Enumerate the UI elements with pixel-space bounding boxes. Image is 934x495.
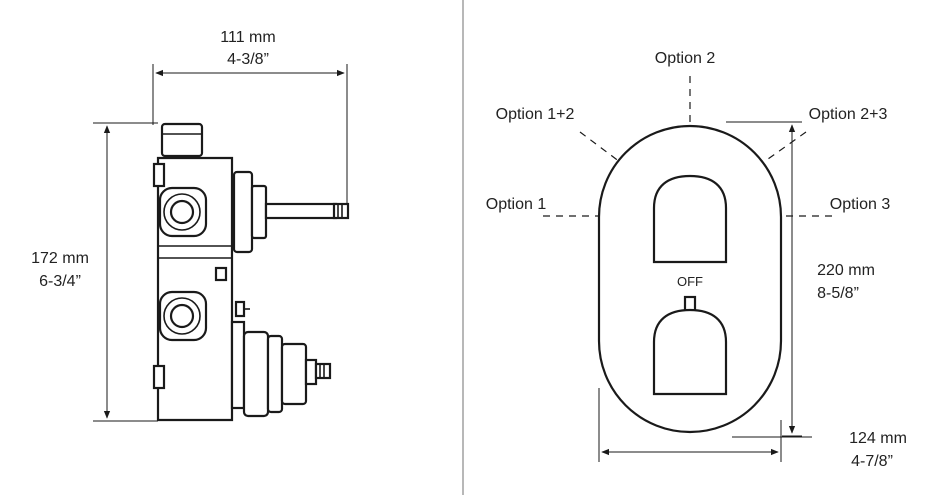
valve-height-metric: 172 mm (31, 250, 89, 267)
trim-front-view: Option 2 Option 1+2 Option 2+3 Option 1 … (486, 50, 907, 470)
trim-width-metric: 124 mm (849, 430, 907, 447)
upper-cartridge (232, 170, 350, 254)
valve-width-imperial: 4-3/8” (227, 51, 269, 68)
lower-handle (652, 308, 728, 396)
trim-width-imperial: 4-7/8” (851, 453, 893, 470)
valve-height-dimension: 172 mm 6-3/4” (31, 122, 158, 422)
escutcheon-plate (597, 124, 783, 434)
lower-port (158, 290, 208, 342)
trim-width-dimension: 124 mm 4-7/8” (598, 388, 907, 470)
option-2-label: Option 2 (655, 50, 716, 67)
valve-body (152, 122, 350, 422)
off-label: OFF (677, 274, 703, 289)
valve-width-metric: 111 mm (220, 29, 275, 46)
option-3-label: Option 3 (830, 196, 891, 213)
trim-height-metric: 220 mm (817, 262, 875, 279)
option-1-2-label: Option 1+2 (496, 106, 575, 123)
valve-height-imperial: 6-3/4” (39, 273, 81, 290)
trim-height-dimension: 220 mm 8-5/8” (726, 121, 875, 437)
valve-width-dimension: 111 mm 4-3/8” (152, 29, 348, 208)
option-1-label: Option 1 (486, 196, 547, 213)
option-2-3-label: Option 2+3 (809, 106, 888, 123)
trim-height-imperial: 8-5/8” (817, 285, 859, 302)
valve-side-view: 111 mm 4-3/8” 172 mm 6-3/4” (31, 29, 350, 422)
lower-cartridge (230, 300, 332, 418)
upper-port (158, 186, 208, 238)
upper-handle (652, 174, 728, 264)
